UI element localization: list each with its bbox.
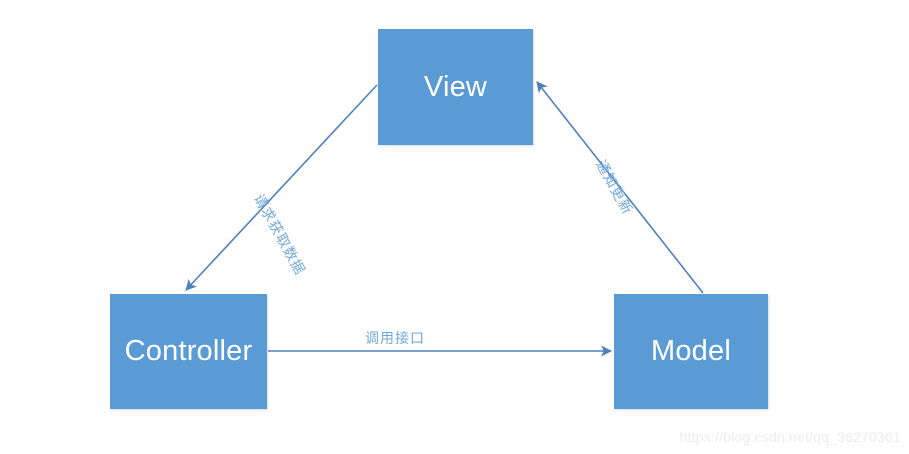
node-view[interactable]: View — [378, 29, 533, 145]
edge-view-to-controller — [185, 84, 378, 291]
node-controller[interactable]: Controller — [110, 294, 267, 409]
edge-label-controller-to-model: 调用接口 — [365, 330, 425, 346]
node-model[interactable]: Model — [614, 294, 768, 409]
node-controller-label: Controller — [124, 335, 253, 367]
node-view-label: View — [423, 70, 488, 103]
edge-model-to-view — [536, 81, 704, 294]
watermark-text: https://blog.csdn.net/qq_36270361 — [679, 429, 901, 445]
node-model-label: Model — [651, 335, 731, 367]
